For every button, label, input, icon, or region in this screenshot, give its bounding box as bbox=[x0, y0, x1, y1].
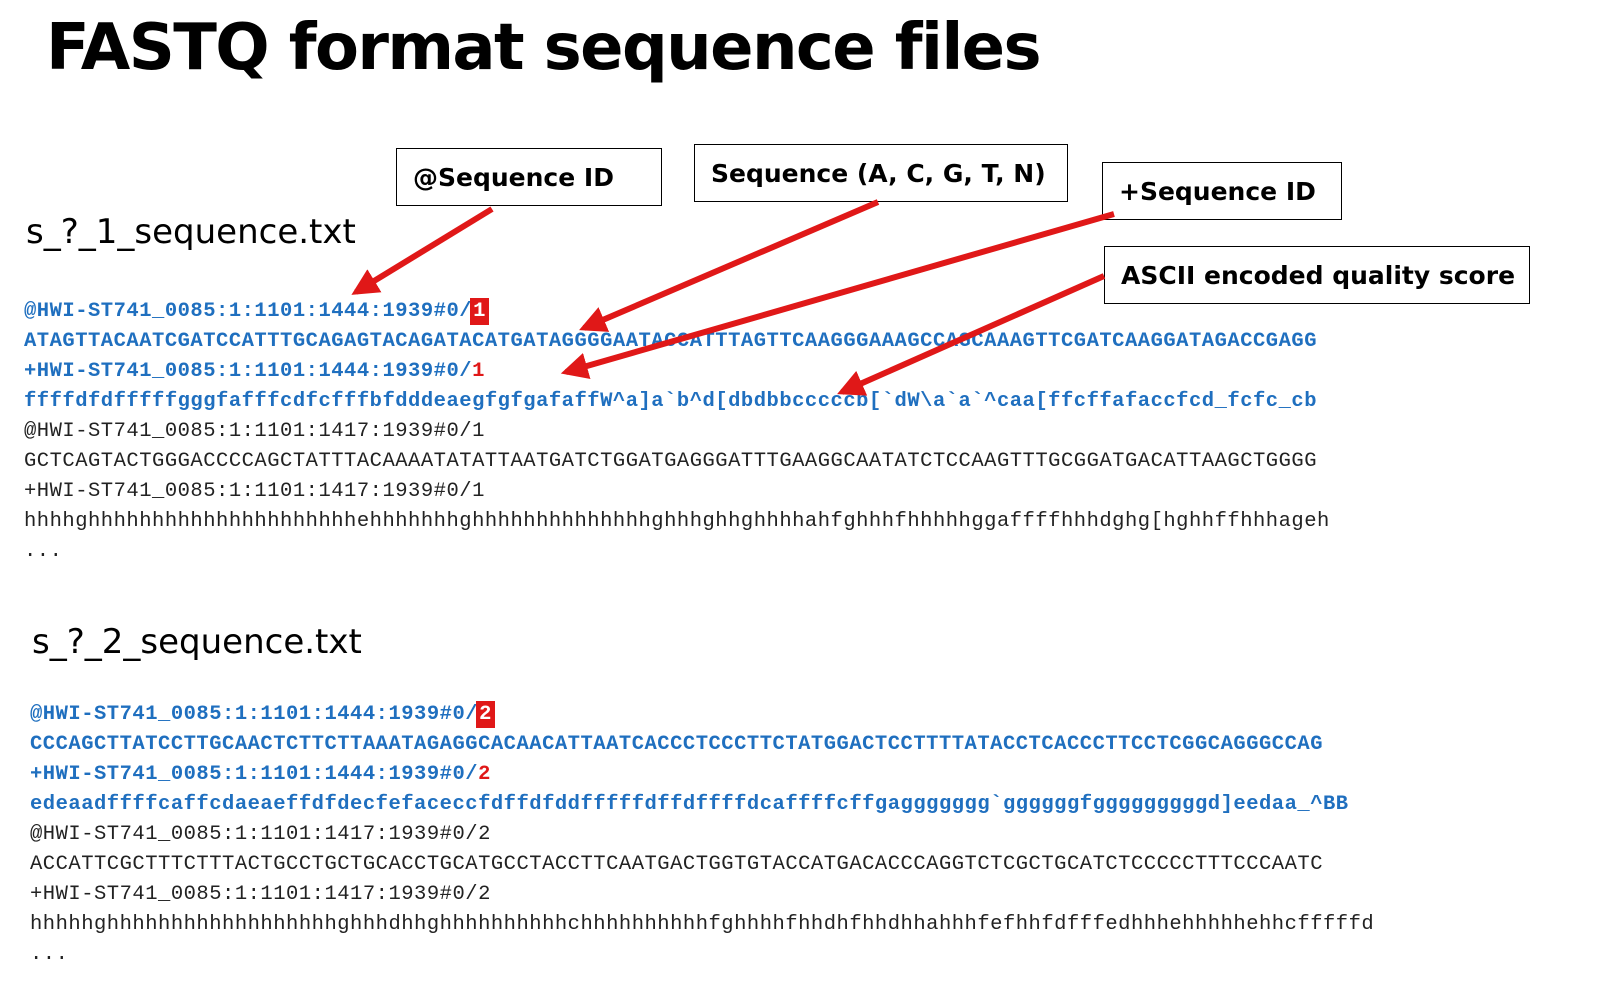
callout-quality-score: ASCII encoded quality score bbox=[1104, 246, 1530, 304]
file1-line8: hhhhghhhhhhhhhhhhhhhhhhhhhehhhhhhhghhhhh… bbox=[24, 510, 1330, 533]
file1-line-seq-id: @HWI-ST741_0085:1:1101:1444:1939#0/1 bbox=[24, 297, 1330, 327]
page-title: FASTQ format sequence files bbox=[46, 11, 1042, 85]
file1-line-plus-id: +HWI-ST741_0085:1:1101:1444:1939#0/1 bbox=[24, 357, 1330, 387]
file2-line5: @HWI-ST741_0085:1:1101:1417:1939#0/2 bbox=[30, 823, 491, 846]
file1-ellipsis: ... bbox=[24, 540, 63, 563]
file1-line6: GCTCAGTACTGGGACCCCAGCTATTTACAAAATATATTAA… bbox=[24, 450, 1318, 473]
file2-line-plus-id: +HWI-ST741_0085:1:1101:1444:1939#0/2 bbox=[30, 760, 1374, 790]
file1-line7: +HWI-ST741_0085:1:1101:1417:1939#0/1 bbox=[24, 480, 485, 503]
callout-sequence-id: @Sequence ID bbox=[396, 148, 662, 206]
file2-plus-id-text: +HWI-ST741_0085:1:1101:1444:1939#0/ bbox=[30, 763, 479, 786]
file2-line7: +HWI-ST741_0085:1:1101:1417:1939#0/2 bbox=[30, 883, 491, 906]
callout-plus-sequence-id: +Sequence ID bbox=[1102, 162, 1342, 220]
file2-read-number-highlight: 2 bbox=[476, 701, 495, 728]
file1-line5: @HWI-ST741_0085:1:1101:1417:1939#0/1 bbox=[24, 420, 485, 443]
file2-ellipsis: ... bbox=[30, 943, 69, 966]
file2-line-sequence: CCCAGCTTATCCTTGCAACTCTTCTTAAATAGAGGCACAA… bbox=[30, 733, 1324, 756]
file2-seq-id-text: @HWI-ST741_0085:1:1101:1444:1939#0/ bbox=[30, 703, 479, 726]
file1-record-block: @HWI-ST741_0085:1:1101:1444:1939#0/1 ATA… bbox=[24, 297, 1330, 567]
file2-line8: hhhhhghhhhhhhhhhhhhhhhhhghhhdhhghhhhhhhh… bbox=[30, 913, 1375, 936]
file1-line-quality: ffffdfdfffffgggfafffcdfcfffbfdddeaegfgfg… bbox=[24, 390, 1318, 413]
file1-line-sequence: ATAGTTACAATCGATCCATTTGCAGAGTACAGATACATGA… bbox=[24, 330, 1318, 353]
file1-seq-id-text: @HWI-ST741_0085:1:1101:1444:1939#0/ bbox=[24, 300, 473, 323]
file2-name: s_?_2_sequence.txt bbox=[32, 622, 362, 662]
file2-line-quality: edeaadffffcaffcdaeaeffdfdecfefaceccfdffd… bbox=[30, 793, 1349, 816]
file2-line6: ACCATTCGCTTTCTTTACTGCCTGCTGCACCTGCATGCCT… bbox=[30, 853, 1324, 876]
file2-line-seq-id: @HWI-ST741_0085:1:1101:1444:1939#0/2 bbox=[30, 700, 1374, 730]
file1-name: s_?_1_sequence.txt bbox=[26, 212, 356, 252]
file2-record-block: @HWI-ST741_0085:1:1101:1444:1939#0/2 CCC… bbox=[30, 700, 1374, 970]
file1-read-number-highlight: 1 bbox=[470, 298, 489, 325]
arrow-to-sequence-id bbox=[351, 206, 494, 295]
file2-plus-read-number: 2 bbox=[478, 763, 491, 786]
file1-plus-read-number: 1 bbox=[472, 360, 485, 383]
callout-sequence: Sequence (A, C, G, T, N) bbox=[694, 144, 1068, 202]
file1-plus-id-text: +HWI-ST741_0085:1:1101:1444:1939#0/ bbox=[24, 360, 473, 383]
